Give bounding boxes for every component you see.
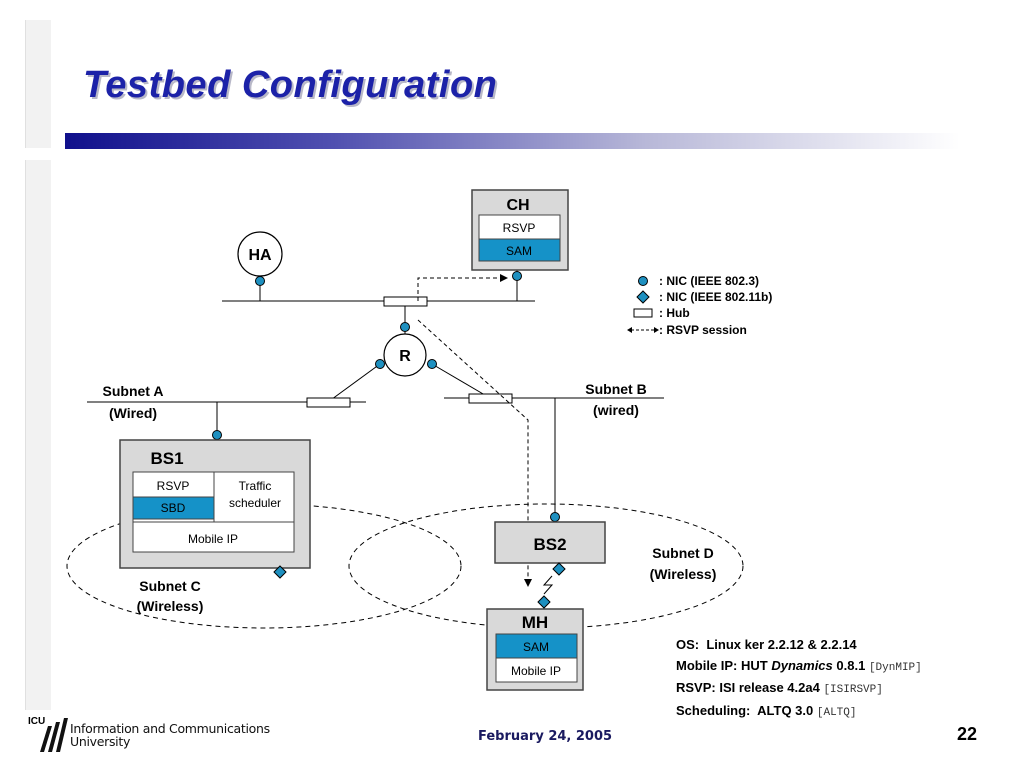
hub-top [383,296,428,307]
nic-ch [512,271,522,281]
nic-ha [255,276,265,286]
legend-label: : NIC (IEEE 802.3) [659,274,760,288]
bs1-sbd-label: SBD [161,501,186,515]
ch-sam-label: SAM [506,244,532,258]
wireless-link-icon [542,575,554,595]
slide-title: Testbed Configuration [83,64,498,106]
subnet-d-name: Subnet D [652,545,713,561]
nic-bs2 [550,512,560,522]
router-label: R [399,348,411,365]
title-rule [65,133,960,149]
subnet-c-type: (Wireless) [137,598,204,614]
bs1-mobileip-label: Mobile IP [188,532,238,546]
bs2-label: BS2 [533,535,566,554]
rsvp-session-icon [627,322,659,338]
bs1-scheduler-line2: scheduler [229,496,281,510]
subnet-a-type: (Wired) [109,405,157,421]
router-node [383,333,427,377]
legend-hub: : Hub [627,305,690,321]
mh-mobileip-label: Mobile IP [511,664,561,678]
info-os: OS: Linux ker 2.2.12 & 2.2.14 [676,637,857,652]
info-mobile-ip: Mobile IP: HUT Dynamics 0.8.1 [DynMIP] [676,657,922,674]
hub-icon [627,305,659,321]
nic-wired-icon [627,273,659,289]
ch-node: CH RSVP SAM [471,189,569,271]
nic-bs1 [212,430,222,440]
info-scheduling: Scheduling: ALTQ 3.0 [ALTQ] [676,702,857,719]
software-info: OS: Linux ker 2.2.12 & 2.2.14 Mobile IP:… [676,635,922,723]
info-rsvp: RSVP: ISI release 4.2a4 [ISIRSVP] [676,680,883,696]
org-name: Information and Communications Universit… [70,721,270,749]
legend-nic-wired: : NIC (IEEE 802.3) [627,273,759,289]
legend-nic-wireless: : NIC (IEEE 802.11b) [627,289,772,305]
footer-date: February 24, 2005 [478,729,613,744]
mh-node: MH SAM Mobile IP [486,608,584,691]
subnet-b-type: (wired) [593,402,639,418]
bs1-node: BS1 RSVP SBD Traffic scheduler Mobile IP [119,439,311,569]
ch-label: CH [506,197,529,214]
bs1-rsvp-label: RSVP [157,479,190,493]
router-to-b [431,363,491,399]
legend-label: : RSVP session [659,323,747,337]
legend-label: : Hub [659,306,690,320]
legend-rsvp-session: : RSVP session [627,322,747,338]
ha-label: HA [248,247,272,264]
sidebar-bar-top [25,20,51,148]
bs2-node: BS2 [494,521,606,564]
icu-logo: ICU [28,716,68,752]
nic-wireless-icon [627,289,659,305]
ch-rsvp-label: RSVP [503,221,536,235]
hub-subnet-b [468,393,513,404]
nic-wireless-bs1 [273,565,287,579]
bs1-scheduler-line1: Traffic [239,479,272,493]
nic-wireless-bs2 [552,562,566,576]
page-number: 22 [957,724,978,744]
svg-text:ICU: ICU [28,716,45,727]
subnet-d-type: (Wireless) [650,566,717,582]
nic-wireless-mh [537,595,551,609]
mh-label: MH [522,613,548,632]
router-to-a [327,363,381,403]
subnet-b-name: Subnet B [585,381,646,397]
nic-router-left [375,359,385,369]
nic-router-top [400,322,410,332]
subnet-a-name: Subnet A [103,383,164,399]
hub-subnet-a [306,397,351,408]
rsvp-session-to-ch [417,274,508,301]
sidebar-bar-bottom [25,160,51,710]
legend-label: : NIC (IEEE 802.11b) [659,290,773,304]
mh-sam-label: SAM [523,640,549,654]
bs1-label: BS1 [150,449,183,468]
subnet-c-name: Subnet C [139,578,200,594]
nic-router-right [427,359,437,369]
